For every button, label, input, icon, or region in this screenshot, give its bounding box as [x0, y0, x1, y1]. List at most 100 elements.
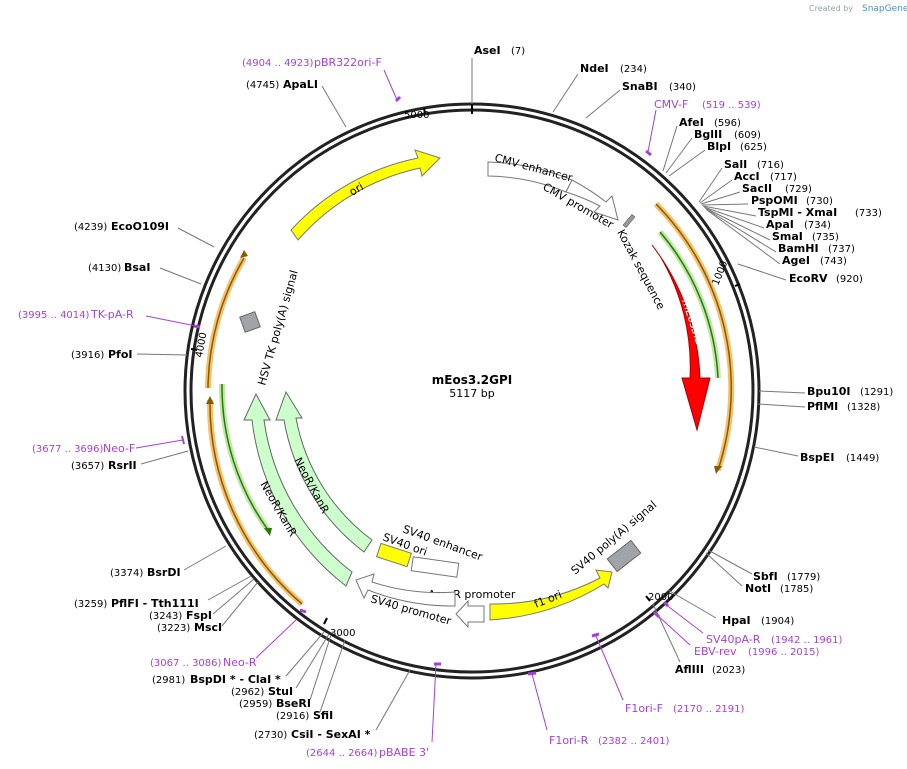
site-hpai: HpaI — [722, 614, 751, 627]
credit-prefix: Created by — [809, 4, 853, 13]
site-sacii: SacII — [742, 182, 772, 195]
ampr-promoter-arrow — [455, 599, 485, 629]
primer-tk-pa-r-range: (3995 .. 4014) — [18, 310, 90, 321]
primer-neo-r: Neo-R — [223, 656, 257, 669]
hsv-tk-polya-label: HSV TK poly(A) signal — [255, 269, 300, 387]
site-rsrii: RsrII — [108, 459, 137, 472]
site-snabi: SnaBI — [622, 80, 658, 93]
orf-orange-left-top-core — [207, 257, 245, 389]
site-sbfi-pos: (1779) — [787, 572, 820, 583]
site-ecorv-pos: (920) — [836, 274, 863, 285]
primer-cmv-f: CMV-F — [654, 98, 688, 111]
site-rsrii-pos: (3657) — [71, 461, 104, 472]
tick-3000 — [323, 617, 328, 625]
meos-arrow — [651, 244, 711, 432]
site-stui: StuI — [268, 685, 293, 698]
primer-neo-f: Neo-F — [103, 442, 135, 455]
site-bpu10i-pos: (1291) — [860, 387, 893, 398]
site-afei: AfeI — [679, 116, 704, 129]
site-acci-pos: (717) — [770, 172, 797, 183]
tick-5000 — [423, 107, 426, 115]
primers: (4904 .. 4923) pBR322ori-F CMV-F (519 ..… — [18, 56, 843, 759]
primer-pbabe: pBABE 3' — [379, 746, 429, 759]
credit-brand: SnapGene — [862, 4, 907, 14]
site-sfii-pos: (2916) — [276, 711, 309, 722]
site-noti: NotI — [745, 582, 771, 595]
site-bsai: BsaI — [124, 261, 150, 274]
site-blpi-pos: (625) — [740, 142, 767, 153]
primer-f1ori-r-range: (2382 .. 2401) — [598, 736, 670, 747]
primer-f1ori-f: F1ori-F — [625, 702, 663, 715]
site-bspdi-clai: BspDI * - ClaI * — [190, 673, 281, 686]
cmv-promoter-arrow — [565, 179, 619, 221]
site-apali: ApaLI — [283, 78, 318, 91]
site-smai-pos: (735) — [812, 232, 839, 243]
site-afei-pos: (596) — [714, 118, 741, 129]
sv40-enhancer-box — [410, 556, 460, 578]
site-noti-pos: (1785) — [780, 584, 813, 595]
site-bseri: BseRI — [276, 697, 311, 710]
site-csii-sexai-pos: (2730) — [254, 730, 287, 741]
orf-green-right-core — [659, 231, 719, 379]
site-sfii: SfiI — [313, 709, 333, 722]
orf-green-left-head — [264, 528, 272, 536]
primer-tk-pa-r: TK-pA-R — [90, 308, 134, 321]
site-sacii-pos: (729) — [785, 184, 812, 195]
site-tspmi-xmai-pos: (733) — [855, 208, 882, 219]
restriction-sites-left: (4745) ApaLI (4239) EcoO109I (4130) BsaI… — [71, 78, 411, 741]
site-bamhi: BamHI — [778, 242, 819, 255]
site-apai-pos: (734) — [804, 220, 831, 231]
primer-neo-f-range: (3677 .. 3696) — [32, 444, 104, 455]
orf-orange-left-top-head — [240, 250, 248, 258]
site-bsai-pos: (4130) — [88, 263, 121, 274]
site-agei-pos: (743) — [820, 256, 847, 267]
sv40-ori-box — [375, 542, 413, 568]
sv40-polya-marker — [606, 539, 642, 573]
site-bamhi-pos: (737) — [828, 244, 855, 255]
site-ndei: NdeI — [580, 62, 609, 75]
tick-label-2000: 2000 — [648, 592, 673, 603]
primer-cmv-f-range: (519 .. 539) — [702, 100, 761, 111]
tick-4000 — [190, 348, 198, 351]
tick-label-5000: 5000 — [404, 110, 429, 121]
orf-orange-left-core — [209, 399, 303, 605]
primer-sv40pa-r-range: (1942 .. 1961) — [771, 635, 843, 646]
site-blpi: BlpI — [707, 140, 731, 153]
primer-f1ori-r: F1ori-R — [549, 734, 589, 747]
site-eco0109i: EcoO109I — [111, 220, 169, 233]
site-afliii: AflIII — [675, 663, 704, 676]
site-bpu10i: Bpu10I — [807, 385, 851, 398]
neor-inner-label: NeoR/KanR — [291, 455, 331, 516]
primer-ebv-rev-range: (1996 .. 2015) — [748, 647, 820, 658]
tick-label-4000: 4000 — [194, 332, 209, 359]
site-pspomi-pos: (730) — [806, 196, 833, 207]
site-sali-pos: (716) — [757, 160, 784, 171]
site-tspmi-xmai: TspMI - XmaI — [758, 206, 837, 219]
sv40-promoter-arrow — [355, 573, 456, 607]
kozak-marker — [622, 213, 636, 229]
plasmid-size: 5117 bp — [449, 387, 494, 400]
primer-pbr322ori-f: pBR322ori-F — [314, 56, 382, 69]
site-asei-pos: (7) — [511, 46, 525, 57]
orf-orange-right-core — [655, 203, 732, 471]
site-pspomi: PspOMI — [751, 194, 798, 207]
site-fspi: FspI — [186, 609, 212, 622]
site-pfoi: PfoI — [108, 348, 133, 361]
neor-inner-arrow — [275, 390, 373, 553]
site-hpai-pos: (1904) — [761, 616, 794, 627]
site-smai: SmaI — [772, 230, 803, 243]
orf-orange-left-head — [206, 396, 214, 404]
site-sbfi: SbfI — [753, 570, 778, 583]
site-bglii-pos: (609) — [734, 130, 761, 141]
site-bspei-pos: (1449) — [846, 453, 879, 464]
site-pflmi-pos: (1328) — [847, 402, 880, 413]
restriction-sites-right: AseI (7) NdeI (234) SnaBI (340) AfeI (59… — [471, 44, 893, 676]
site-bglii: BglII — [694, 128, 722, 141]
site-bseri-pos: (2959) — [239, 699, 272, 710]
orf-orange-right-head — [714, 466, 722, 474]
site-apali-pos: (4745) — [246, 80, 279, 91]
site-apai: ApaI — [766, 218, 794, 231]
site-bspdi-clai-pos: (2981) — [152, 675, 185, 686]
plasmid-name: mEos3.2GPI — [432, 373, 512, 387]
